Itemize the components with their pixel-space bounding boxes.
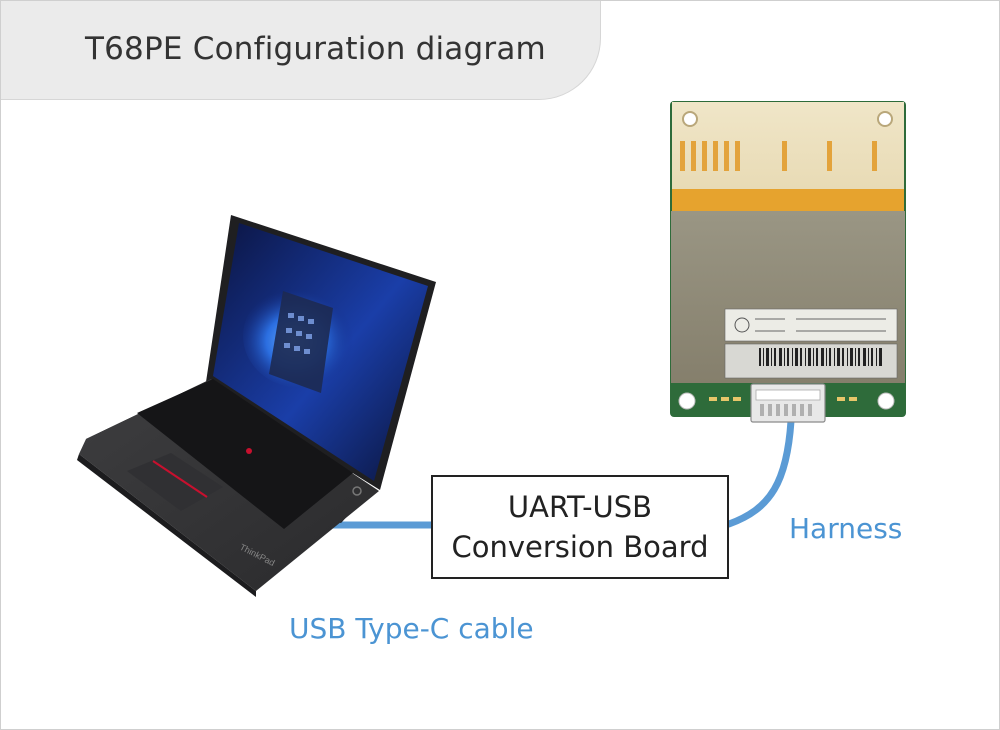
title-tab: T68PE Configuration diagram [1,1,601,100]
harness-cable-line [725,417,795,528]
laptop-icon: ThinkPad [77,215,436,597]
uart-usb-conversion-board: UART-USB Conversion Board [431,475,729,579]
converter-label-line2: Conversion Board [451,530,709,564]
sensor-module-icon [670,101,906,423]
usb-cable-label: USB Type-C cable [289,612,534,645]
converter-label-line1: UART-USB [507,490,653,524]
page-title: T68PE Configuration diagram [85,31,546,67]
harness-label: Harness [789,512,903,545]
